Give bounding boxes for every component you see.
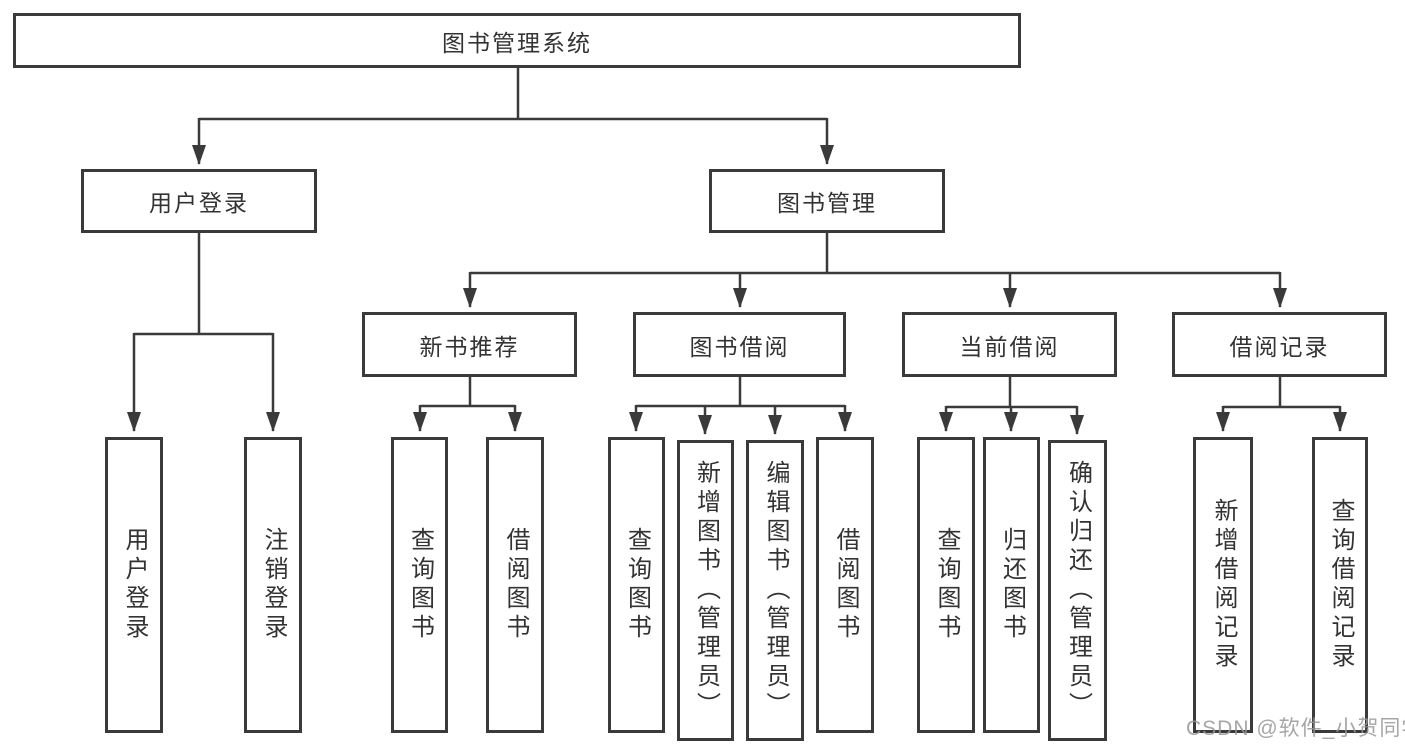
node-query-book-3-label: 查询图书 [933,527,960,643]
node-book-mgmt-label: 图书管理 [777,190,877,216]
node-query-book-1: 查询图书 [391,437,448,733]
node-return-book-label: 归还图书 [998,527,1026,643]
node-borrow-records: 借阅记录 [1172,312,1387,377]
node-add-borrow-record: 新增借阅记录 [1193,437,1253,733]
node-edit-book-admin-label: 编辑图书（管理员） [762,460,789,721]
node-user-login-group: 用户登录 [81,169,317,233]
node-borrow-book-1: 借阅图书 [486,437,544,733]
node-user-login-label: 用户登录 [121,527,148,643]
node-add-book-admin-label: 新增图书（管理员） [692,460,720,721]
node-borrow-book-2-label: 借阅图书 [832,527,859,643]
node-user-login-group-label: 用户登录 [149,190,249,216]
node-root: 图书管理系统 [13,13,1021,68]
node-query-borrow-record: 查询借阅记录 [1312,437,1368,733]
node-borrow-records-label: 借阅记录 [1229,333,1330,360]
node-query-borrow-record-label: 查询借阅记录 [1327,498,1354,672]
node-logout: 注销登录 [244,437,302,733]
node-book-borrow-label: 图书借阅 [689,333,790,360]
node-new-book-rec-label: 新书推荐 [419,333,520,360]
node-add-borrow-record-label: 新增借阅记录 [1210,498,1237,672]
node-borrow-book-2: 借阅图书 [816,437,874,733]
node-new-book-rec: 新书推荐 [362,312,577,377]
csdn-watermark: CSDN @软件_小贺同学 [1186,717,1405,740]
node-current-borrow: 当前借阅 [902,312,1117,377]
node-user-login: 用户登录 [105,437,163,733]
node-current-borrow-label: 当前借阅 [959,333,1060,360]
node-root-label: 图书管理系统 [442,29,592,56]
node-query-book-1-label: 查询图书 [406,527,434,643]
node-query-book-2-label: 查询图书 [623,527,651,643]
node-edit-book-admin: 编辑图书（管理员） [746,440,804,741]
node-book-borrow: 图书借阅 [633,312,846,377]
node-confirm-return-admin-label: 确认归还（管理员） [1064,460,1092,721]
node-query-book-2: 查询图书 [608,437,665,733]
node-return-book: 归还图书 [983,437,1040,733]
node-confirm-return-admin: 确认归还（管理员） [1048,440,1107,741]
node-logout-label: 注销登录 [260,527,287,643]
node-add-book-admin: 新增图书（管理员） [677,440,734,741]
node-book-mgmt: 图书管理 [709,169,945,233]
node-query-book-3: 查询图书 [917,437,975,733]
node-borrow-book-1-label: 借阅图书 [502,527,529,643]
